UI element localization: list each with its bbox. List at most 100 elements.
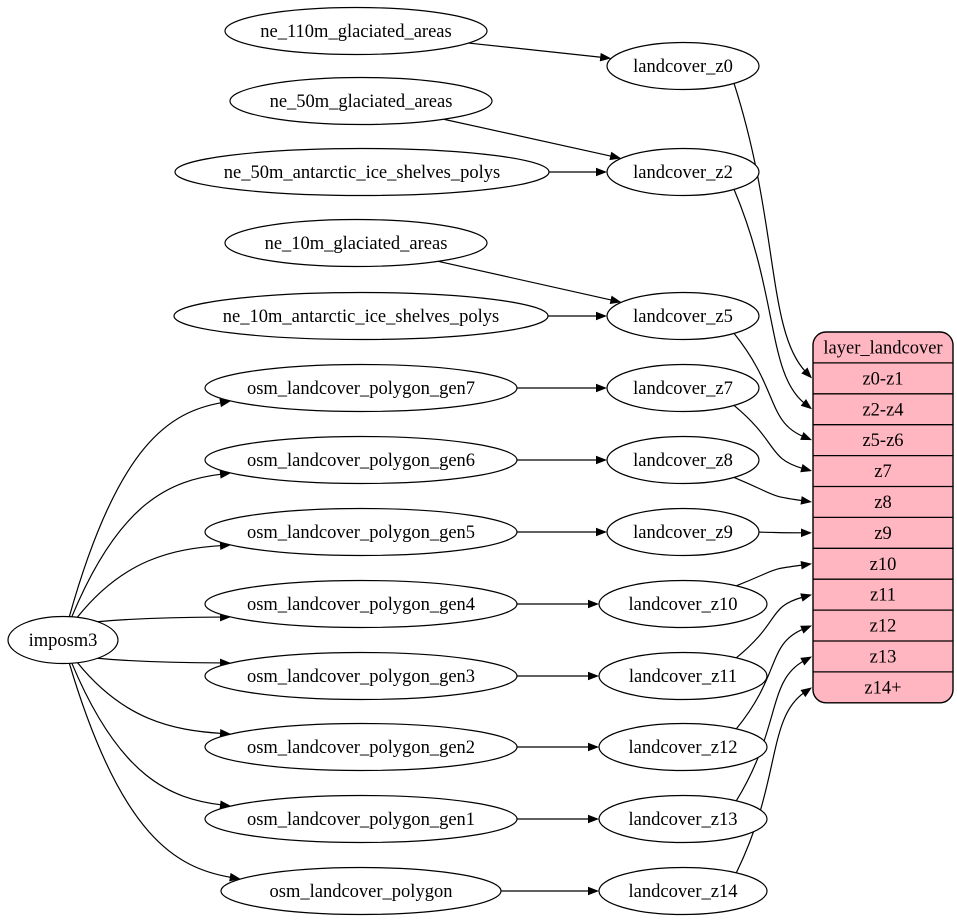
node-label-osm_landcover_polygon_gen4: osm_landcover_polygon_gen4 [247,595,475,615]
node-shape-osm_landcover_polygon_gen2 [204,722,518,772]
node-label-ne_10m_glaciated_areas: ne_10m_glaciated_areas [265,234,448,254]
arrowhead-icon [800,463,812,473]
node-shape-landcover_z0 [606,41,760,91]
node-label-osm_landcover_polygon_gen3: osm_landcover_polygon_gen3 [247,667,475,687]
node-label-osm_landcover_polygon: osm_landcover_polygon [270,882,453,902]
node-imposm3: imposm3 [7,615,119,665]
node-shape-osm_landcover_polygon_gen6 [204,435,518,485]
edge-imposm3-to-osm_landcover_polygon_gen6 [71,473,223,618]
node-label-osm_landcover_polygon_gen2: osm_landcover_polygon_gen2 [247,738,475,758]
node-shape-landcover_z5 [606,291,760,341]
node-shape-osm_landcover_polygon_gen3 [204,651,518,701]
node-label-landcover_z14: landcover_z14 [629,882,738,902]
edge-landcover_z0-to-layer_landcover-row-z0-z1 [733,83,807,373]
node-label-osm_landcover_polygon_gen6: osm_landcover_polygon_gen6 [247,451,475,471]
node-landcover_z12: landcover_z12 [598,722,768,772]
node-label-osm_landcover_polygon_gen1: osm_landcover_polygon_gen1 [247,810,475,830]
node-shape-osm_landcover_polygon_gen4 [204,579,518,629]
node-shape-ne_50m_glaciated_areas [229,76,493,126]
arrowhead-icon [800,687,812,698]
node-osm_landcover_polygon_gen4: osm_landcover_polygon_gen4 [204,579,518,629]
node-shape-landcover_z7 [606,363,760,413]
edge-landcover_z12-to-layer_landcover-row-z12 [735,628,804,730]
node-landcover_z11: landcover_z11 [598,651,768,701]
node-label-landcover_z5: landcover_z5 [633,307,733,327]
node-osm_landcover_polygon_gen7: osm_landcover_polygon_gen7 [204,363,518,413]
edge-landcover_z5-to-layer_landcover-row-z5-z6 [733,333,804,438]
table-row-label-z9: z9 [874,524,891,544]
edge-imposm3-to-osm_landcover_polygon_gen5 [76,544,223,618]
table-row-label-z10: z10 [870,555,897,575]
node-shape-landcover_z13 [598,794,768,844]
node-osm_landcover_polygon_gen2: osm_landcover_polygon_gen2 [204,722,518,772]
node-shape-ne_10m_antarctic_ice_shelves_polys [173,291,549,341]
node-label-landcover_z2: landcover_z2 [633,163,733,183]
arrowhead-icon [588,671,599,681]
arrowhead-icon [596,383,607,393]
table-row-label-z5-z6: z5-z6 [862,431,903,451]
table-layer_landcover: layer_landcoverz0-z1z2-z4z5-z6z7z8z9z10z… [812,331,954,704]
node-shape-landcover_z12 [598,722,768,772]
node-label-landcover_z7: landcover_z7 [633,379,733,399]
node-shape-osm_landcover_polygon [220,866,502,916]
node-label-landcover_z11: landcover_z11 [629,667,737,687]
arrowhead-icon [800,593,812,602]
edge-imposm3-to-osm_landcover_polygon_gen1 [71,662,223,806]
node-shape-ne_50m_antarctic_ice_shelves_polys [174,147,550,197]
arrowhead-icon [800,431,812,441]
edge-landcover_z8-to-layer_landcover-row-z8 [733,476,804,502]
arrowhead-icon [609,151,622,161]
node-ne_50m_glaciated_areas: ne_50m_glaciated_areas [229,76,493,126]
arrowhead-icon [800,496,812,505]
edge-imposm3-to-osm_landcover_polygon_gen4 [97,616,223,623]
node-shape-landcover_z2 [606,147,760,197]
node-landcover_z14: landcover_z14 [598,866,768,916]
node-label-landcover_z13: landcover_z13 [629,810,738,830]
arrowhead-icon [800,656,812,666]
node-shape-ne_10m_glaciated_areas [224,218,488,268]
arrowhead-icon [609,295,622,305]
arrowhead-icon [588,742,599,752]
arrowhead-icon [588,886,599,896]
node-label-landcover_z0: landcover_z0 [633,57,733,77]
node-label-osm_landcover_polygon_gen5: osm_landcover_polygon_gen5 [247,523,475,543]
edge-imposm3-to-osm_landcover_polygon_gen7 [68,401,223,617]
node-label-landcover_z9: landcover_z9 [633,523,733,543]
edge-landcover_z9-to-layer_landcover-row-z9 [758,531,804,534]
edge-imposm3-to-osm_landcover_polygon [68,663,232,879]
edge-landcover_z10-to-layer_landcover-row-z10 [736,564,804,587]
node-landcover_z8: landcover_z8 [606,435,760,485]
arrowhead-icon [588,814,599,824]
arrowhead-icon [219,800,232,809]
node-shape-osm_landcover_polygon_gen1 [204,794,518,844]
table-row-label-z13: z13 [870,647,897,667]
edge-ne_50m_glaciated_areas-to-landcover_z2 [443,118,613,158]
node-osm_landcover_polygon: osm_landcover_polygon [220,866,502,916]
node-shape-ne_110m_glaciated_areas [224,6,488,56]
node-label-landcover_z12: landcover_z12 [629,738,738,758]
node-label-ne_50m_antarctic_ice_shelves_polys: ne_50m_antarctic_ice_shelves_polys [224,163,500,183]
node-landcover_z0: landcover_z0 [606,41,760,91]
node-landcover_z13: landcover_z13 [598,794,768,844]
node-ne_10m_glaciated_areas: ne_10m_glaciated_areas [224,218,488,268]
node-label-ne_50m_glaciated_areas: ne_50m_glaciated_areas [270,92,453,112]
node-osm_landcover_polygon_gen6: osm_landcover_polygon_gen6 [204,435,518,485]
edge-imposm3-to-osm_landcover_polygon_gen2 [76,662,223,735]
table-row-label-z7: z7 [874,462,891,482]
arrowhead-icon [599,52,612,62]
node-ne_10m_antarctic_ice_shelves_polys: ne_10m_antarctic_ice_shelves_polys [173,291,549,341]
edge-ne_10m_glaciated_areas-to-landcover_z5 [437,260,613,301]
arrowhead-icon [596,311,607,321]
table-row-label-z14+: z14+ [864,678,901,698]
edge-landcover_z7-to-layer_landcover-row-z7 [733,404,804,470]
node-osm_landcover_polygon_gen3: osm_landcover_polygon_gen3 [204,651,518,701]
table-row-label-z2-z4: z2-z4 [862,400,903,420]
arrowhead-icon [588,599,599,609]
node-landcover_z5: landcover_z5 [606,291,760,341]
node-shape-landcover_z8 [606,435,760,485]
table-header-label: layer_landcover [823,338,942,358]
arrowhead-icon [596,527,607,537]
node-label-ne_110m_glaciated_areas: ne_110m_glaciated_areas [260,22,451,42]
arrowhead-icon [596,167,607,177]
